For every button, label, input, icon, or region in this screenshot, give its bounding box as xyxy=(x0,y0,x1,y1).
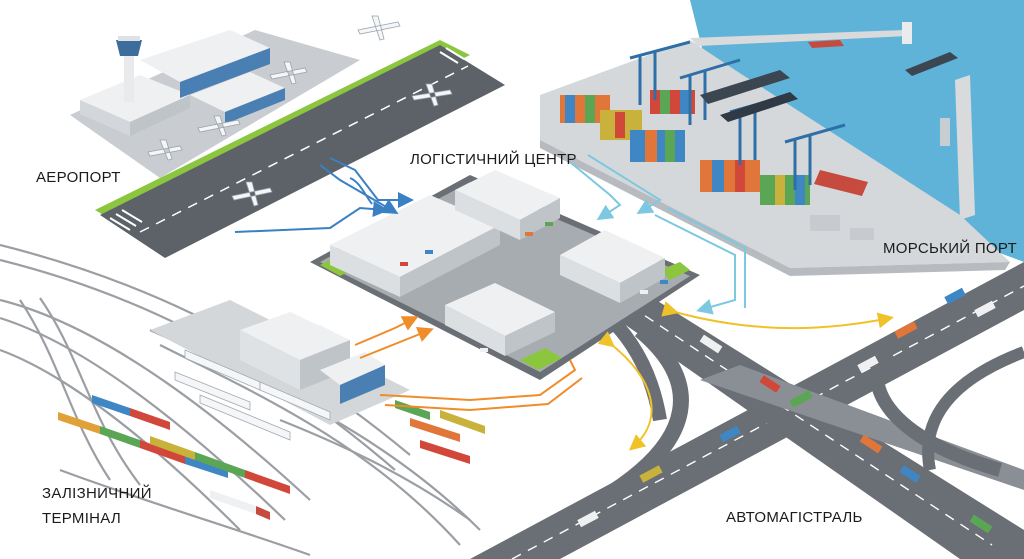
logistics-center xyxy=(310,170,700,380)
label-rail-terminal-line2: ТЕРМІНАЛ xyxy=(42,510,121,527)
trucks xyxy=(577,287,996,534)
control-tower-icon xyxy=(116,36,142,102)
flow-road-to-logistics xyxy=(597,301,894,451)
ship-icon xyxy=(808,40,844,48)
airplane-icon xyxy=(197,115,241,137)
rail-terminal xyxy=(150,300,410,425)
flow-airport-to-logistics xyxy=(234,157,414,233)
label-seaport: МОРСЬКИЙ ПОРТ xyxy=(883,239,1017,257)
airplane-icon xyxy=(231,181,273,207)
warehouse-icon xyxy=(455,170,560,240)
highway-network xyxy=(470,262,1024,559)
container-stacks xyxy=(560,90,810,205)
airport xyxy=(70,15,505,258)
passenger-trains xyxy=(174,349,331,441)
flow-rail-to-logistics xyxy=(354,316,583,412)
ship-icon xyxy=(700,70,790,104)
label-rail-terminal-line1: ЗАЛІЗНИЧНИЙ xyxy=(42,484,152,502)
airplane-icon xyxy=(357,15,401,41)
label-airport: АЕРОПОРТ xyxy=(36,169,121,186)
warehouse-icon xyxy=(560,230,665,303)
airplane-icon xyxy=(147,139,183,161)
ship-icon xyxy=(814,170,868,196)
lighthouse-icon xyxy=(902,22,912,44)
airplane-icon xyxy=(411,83,453,107)
ship-icon xyxy=(940,118,950,146)
label-logistics-center: ЛОГІСТИЧНИЙ ЦЕНТР xyxy=(410,150,577,168)
ship-icon xyxy=(905,52,958,76)
airplane-icon xyxy=(269,61,308,85)
label-highway: АВТОМАГІСТРАЛЬ xyxy=(726,509,863,526)
sea-area xyxy=(690,0,1024,262)
freight-trains xyxy=(58,395,485,520)
ship-icon xyxy=(720,92,798,122)
seaport xyxy=(540,40,1010,276)
warehouse-icon xyxy=(330,195,500,297)
warehouse-icon xyxy=(445,283,555,356)
